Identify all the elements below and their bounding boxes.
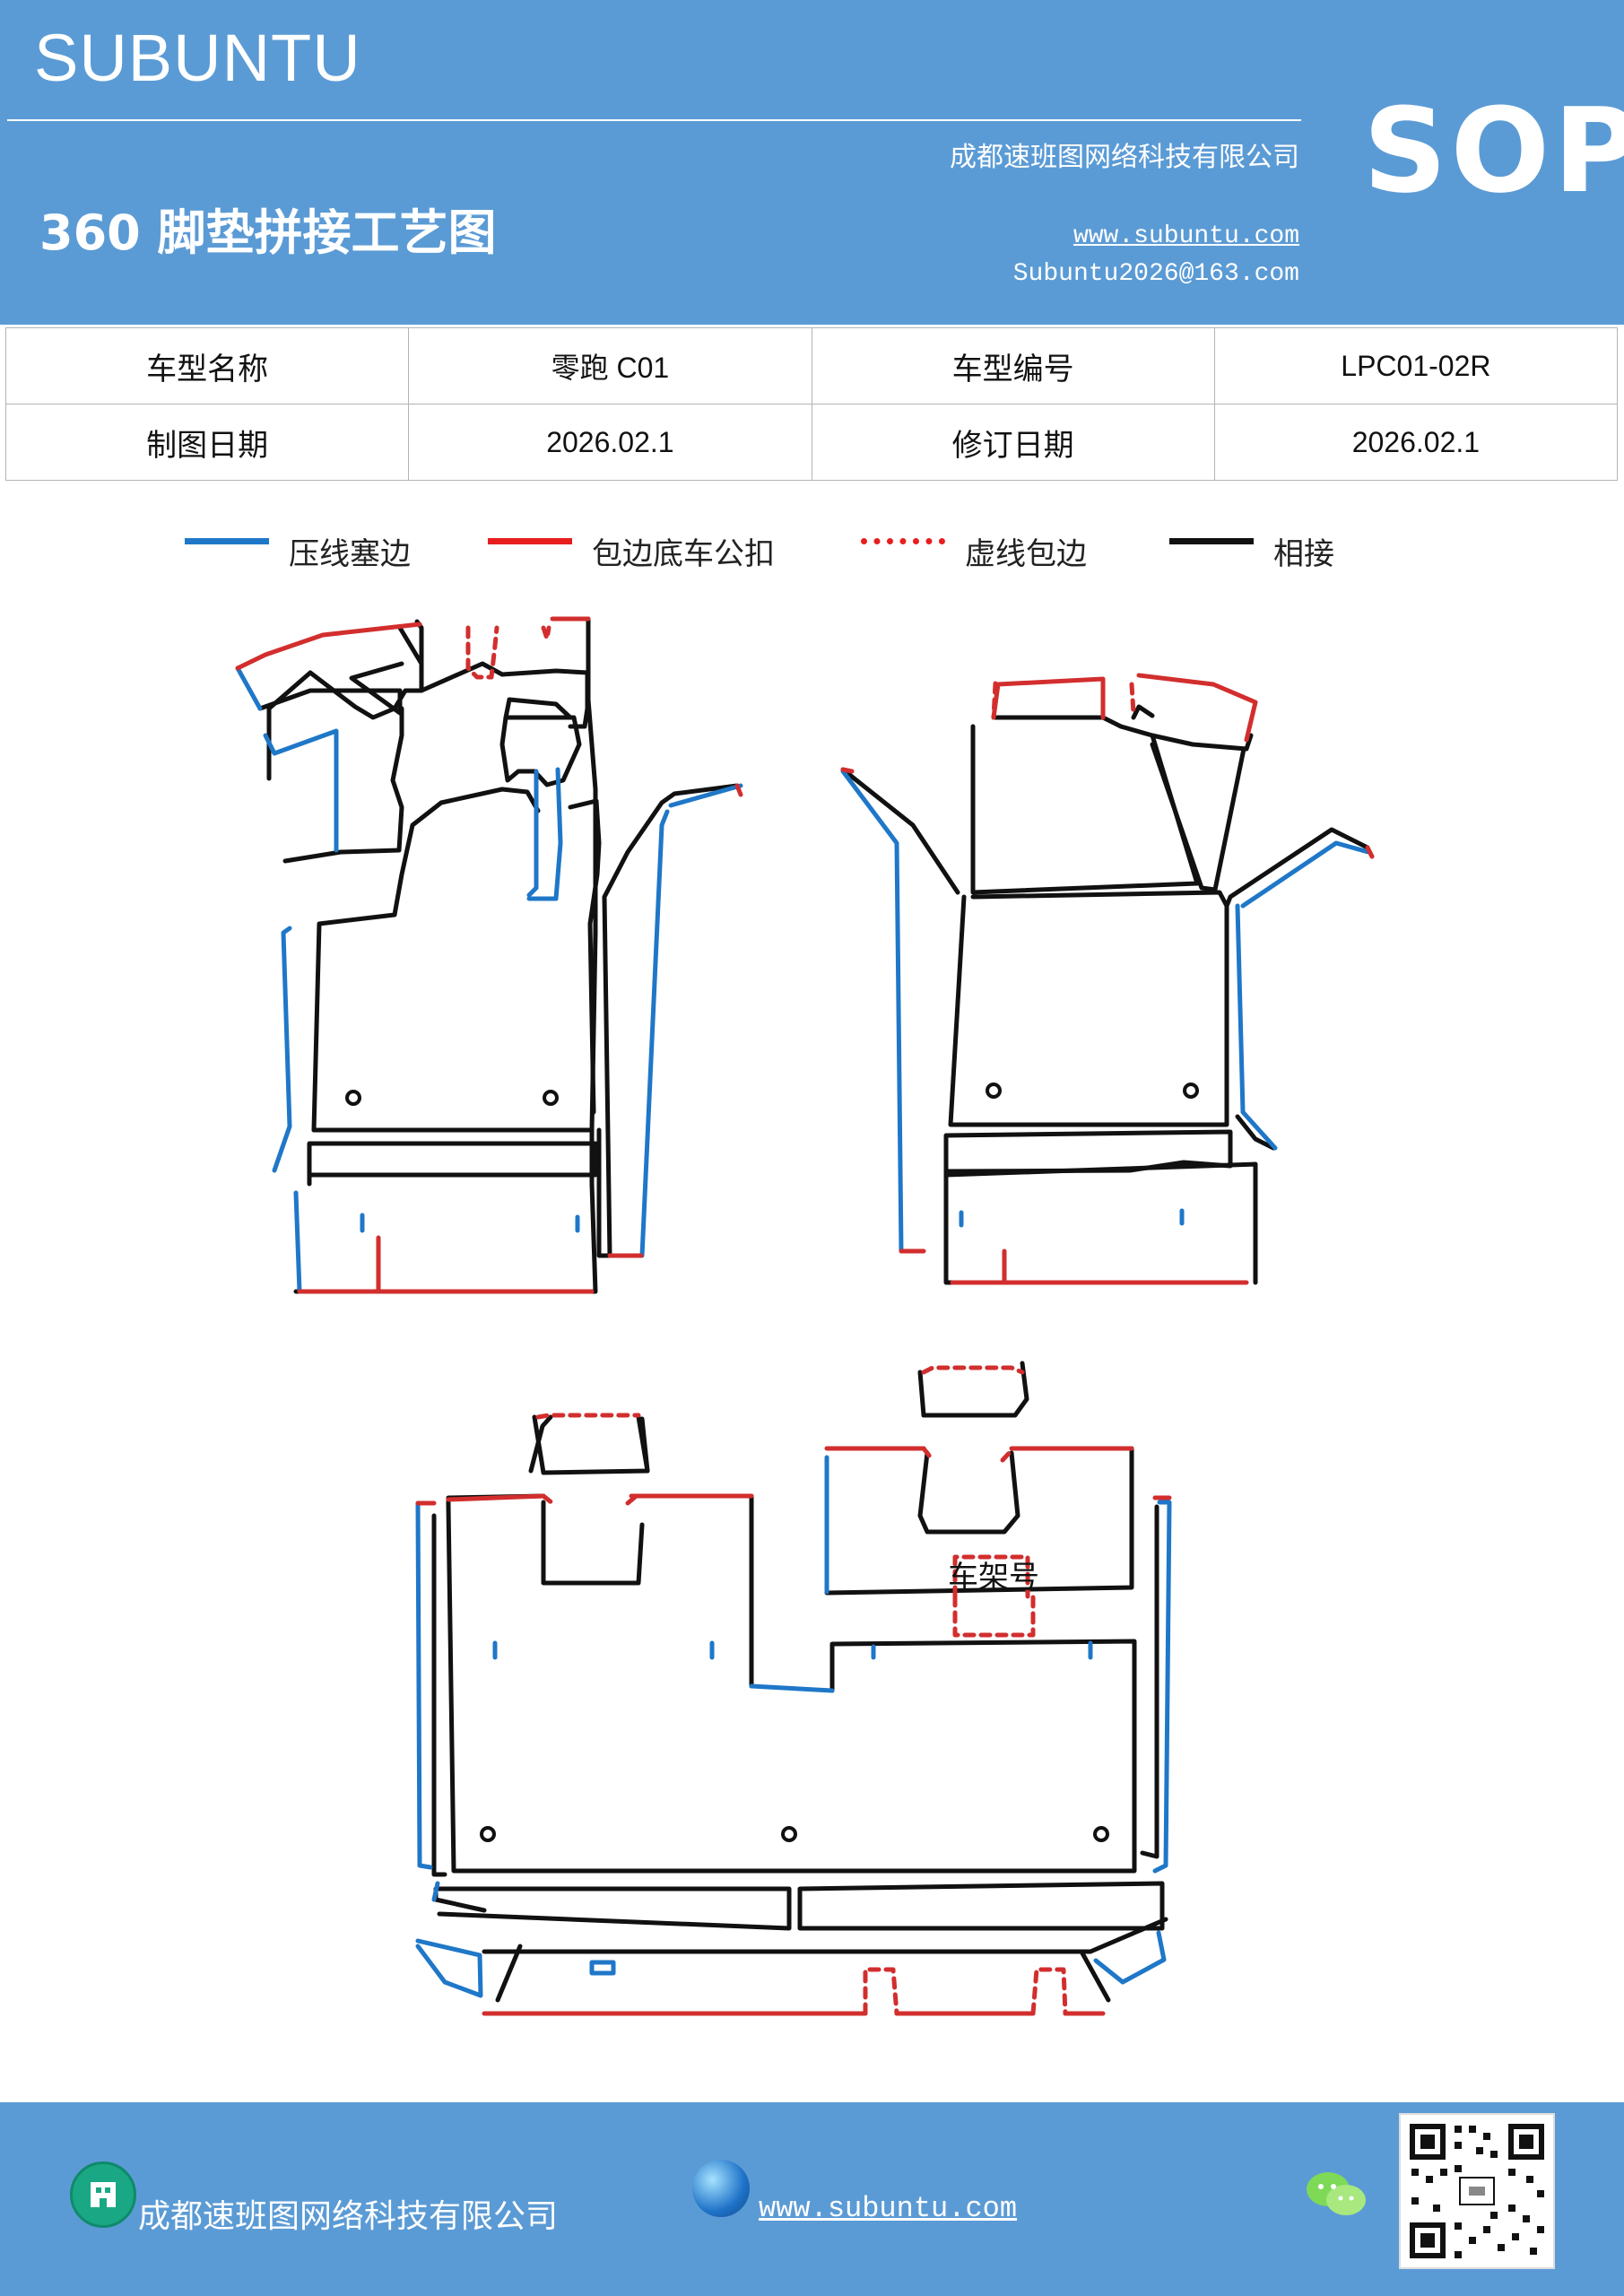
sop-label: SOP — [1363, 83, 1624, 219]
table-row: 车型名称 零跑 C01 车型编号 LPC01-02R — [4, 327, 1619, 404]
legend-swatch-dashed — [861, 538, 945, 544]
value-revise-date: 2026.02.1 — [1213, 404, 1619, 481]
footer-company-name: 成都速班图网络科技有限公司 — [138, 2198, 559, 2235]
header-divider — [7, 119, 1301, 121]
line-legend: 压线塞边 包边底车公扣 虚线包边 相接 — [0, 529, 1624, 574]
legend-label: 相接 — [1273, 536, 1334, 572]
page-footer: 成都速班图网络科技有限公司 www.subuntu.com — [0, 2102, 1624, 2296]
join-lines — [257, 616, 1370, 2003]
footer-website-link[interactable]: www.subuntu.com — [759, 2192, 1018, 2225]
legend-swatch-wrap — [488, 538, 572, 544]
wrap-lines — [235, 616, 1375, 2016]
press-lines — [235, 665, 1371, 1998]
table-row: 制图日期 2026.02.1 修订日期 2026.02.1 — [4, 404, 1619, 481]
company-name: 成都速班图网络科技有限公司 — [950, 142, 1299, 173]
legend-label: 虚线包边 — [965, 536, 1087, 572]
document-title: 360 脚垫拼接工艺图 — [39, 204, 497, 261]
value-model-code: LPC01-02R — [1213, 327, 1619, 404]
frame-number-label: 车架号 — [948, 1560, 1039, 1596]
website-link[interactable]: www.subuntu.com — [1073, 222, 1299, 250]
legend-label: 包边底车公扣 — [592, 536, 775, 572]
value-draw-date: 2026.02.1 — [408, 404, 812, 481]
brand-logo-text: SUBUNTU — [34, 21, 361, 95]
qr-code[interactable] — [1399, 2113, 1555, 2269]
building-icon — [70, 2161, 136, 2228]
vehicle-info-table: 车型名称 零跑 C01 车型编号 LPC01-02R 制图日期 2026.02.… — [4, 327, 1619, 481]
globe-icon — [692, 2160, 750, 2217]
wechat-icon[interactable] — [1304, 2167, 1368, 2221]
legend-swatch-join — [1169, 538, 1254, 544]
label-revise-date: 修订日期 — [811, 404, 1215, 481]
label-model-name: 车型名称 — [4, 327, 410, 404]
page-header: SUBUNTU 成都速班图网络科技有限公司 360 脚垫拼接工艺图 www.su… — [0, 0, 1624, 325]
dashed-wrap-lines — [465, 625, 1136, 2016]
legend-swatch-press — [185, 538, 269, 544]
label-draw-date: 制图日期 — [4, 404, 410, 481]
email-address[interactable]: Subuntu2026@163.com — [1012, 260, 1299, 288]
label-model-code: 车型编号 — [811, 327, 1215, 404]
value-model-name: 零跑 C01 — [408, 327, 812, 404]
legend-label: 压线塞边 — [289, 536, 411, 572]
